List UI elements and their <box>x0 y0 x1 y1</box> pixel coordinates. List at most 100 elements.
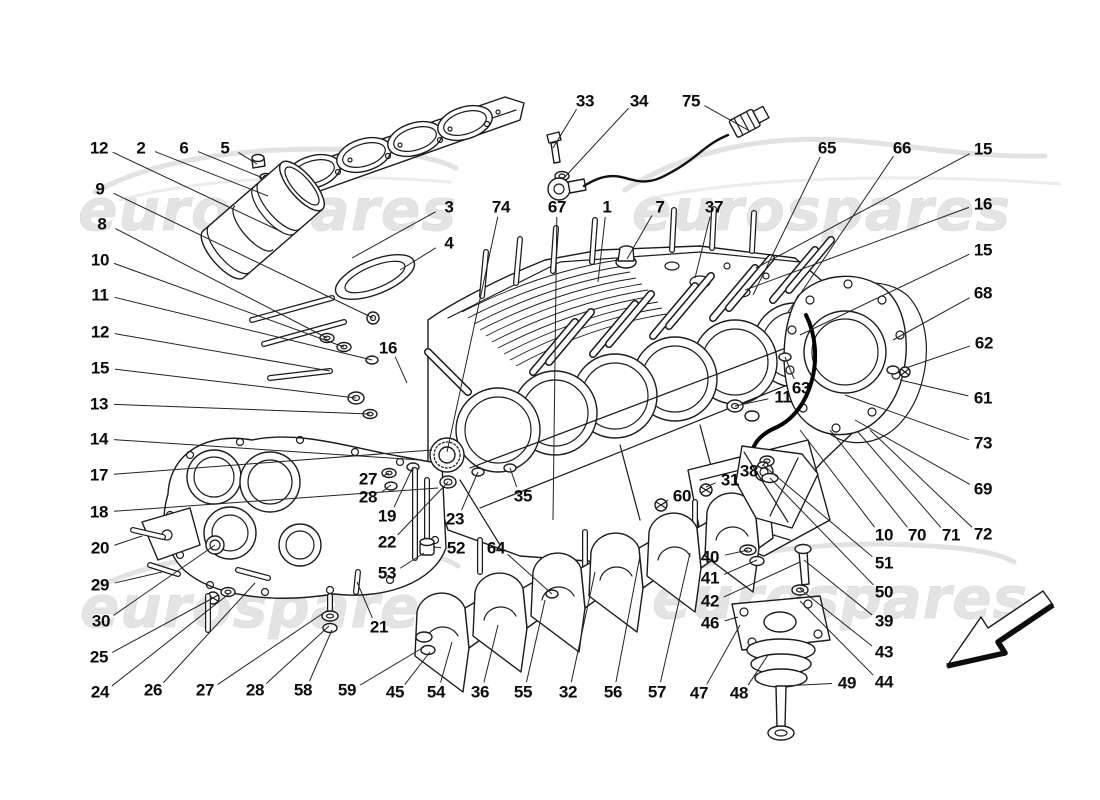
loose-hardware-left <box>249 295 380 420</box>
part-label-50: 50 <box>875 583 893 602</box>
leader-line <box>705 482 716 488</box>
part-label-37: 37 <box>705 198 723 217</box>
leader-line <box>114 368 357 399</box>
part-label-71: 71 <box>942 526 960 545</box>
leader-line <box>597 216 606 283</box>
leader-line <box>111 592 231 687</box>
sensor-cable <box>546 105 770 201</box>
leader-line <box>112 151 283 233</box>
part-label-27: 27 <box>196 681 214 700</box>
part-label-57: 57 <box>648 683 666 702</box>
watermark-text: eurospares <box>632 176 1010 244</box>
part-label-75: 75 <box>682 92 700 111</box>
leader-line <box>762 464 873 558</box>
leader-line <box>399 247 437 271</box>
part-label-8: 8 <box>97 215 106 234</box>
leader-line <box>113 403 371 415</box>
part-label-28: 28 <box>359 488 377 507</box>
part-label-43: 43 <box>875 643 893 662</box>
part-label-68: 68 <box>974 284 992 303</box>
leader-line <box>446 216 499 453</box>
part-label-1: 1 <box>602 198 611 217</box>
leader-line <box>154 151 269 197</box>
part-label-45: 45 <box>386 683 404 702</box>
leader-line <box>905 345 970 369</box>
watermark-top-right: eurospares <box>622 136 1062 244</box>
leader-line <box>309 629 333 682</box>
leader-line <box>761 460 768 467</box>
leader-line <box>704 105 749 131</box>
leader-line <box>113 544 216 616</box>
leader-line <box>217 611 326 685</box>
direction-arrow <box>946 590 1055 669</box>
part-label-39: 39 <box>875 612 893 631</box>
part-label-11: 11 <box>774 388 791 407</box>
part-label-12: 12 <box>91 323 109 342</box>
leader-line <box>238 152 258 165</box>
leader-line <box>755 153 970 269</box>
part-label-32: 32 <box>559 683 577 702</box>
part-label-20: 20 <box>91 539 109 558</box>
leader-line <box>112 597 214 653</box>
part-label-46: 46 <box>701 614 719 633</box>
leader-line <box>734 398 769 407</box>
leader-line <box>660 499 669 506</box>
part-label-5: 5 <box>220 139 229 158</box>
leader-line <box>356 581 373 619</box>
leader-line <box>114 571 163 584</box>
part-label-47: 47 <box>690 684 708 703</box>
part-label-3: 3 <box>444 198 453 217</box>
leader-line <box>380 484 392 493</box>
leader-line <box>382 472 390 477</box>
leader-line <box>799 253 970 336</box>
part-label-2: 2 <box>136 139 145 158</box>
leader-line <box>507 553 553 595</box>
part-label-65: 65 <box>818 139 836 158</box>
part-label-16: 16 <box>379 339 397 358</box>
part-label-10: 10 <box>875 526 893 545</box>
part-label-51: 51 <box>875 554 893 573</box>
part-label-24: 24 <box>91 683 110 702</box>
leader-line <box>869 429 973 528</box>
part-label-28: 28 <box>246 681 264 700</box>
part-label-13: 13 <box>90 395 108 414</box>
leader-line <box>799 600 874 676</box>
part-label-40: 40 <box>701 548 719 567</box>
leader-line <box>113 487 439 512</box>
leader-line <box>266 625 330 684</box>
part-label-66: 66 <box>893 139 911 158</box>
part-label-55: 55 <box>514 683 532 702</box>
part-label-59: 59 <box>338 681 356 700</box>
part-label-72: 72 <box>974 525 992 544</box>
part-label-63: 63 <box>792 379 810 398</box>
leader-line <box>829 429 908 528</box>
part-label-64: 64 <box>487 539 506 558</box>
leader-line <box>113 449 433 475</box>
leader-line <box>857 431 942 528</box>
cartridge-seal-ring <box>334 254 416 300</box>
leader-line <box>393 466 414 508</box>
leader-line <box>659 552 691 683</box>
watermark-bottom-right: eurospares <box>652 541 1027 632</box>
leader-line <box>799 429 876 528</box>
part-label-21: 21 <box>370 618 388 637</box>
leader-line <box>399 552 425 569</box>
part-label-44: 44 <box>875 673 894 692</box>
part-label-73: 73 <box>974 434 992 453</box>
leader-line <box>724 616 739 622</box>
part-label-42: 42 <box>701 592 719 611</box>
leader-line <box>799 588 873 647</box>
part-label-35: 35 <box>514 487 532 506</box>
leader-line <box>552 109 577 149</box>
leader-line <box>114 535 143 546</box>
leader-line <box>562 107 629 180</box>
part-label-33: 33 <box>576 92 594 111</box>
leader-line <box>787 155 894 313</box>
leader-line <box>899 379 969 397</box>
part-label-49: 49 <box>838 674 856 693</box>
part-label-14: 14 <box>90 430 109 449</box>
leader-line <box>162 582 256 684</box>
leader-line <box>747 654 769 686</box>
leader-line <box>526 599 546 683</box>
